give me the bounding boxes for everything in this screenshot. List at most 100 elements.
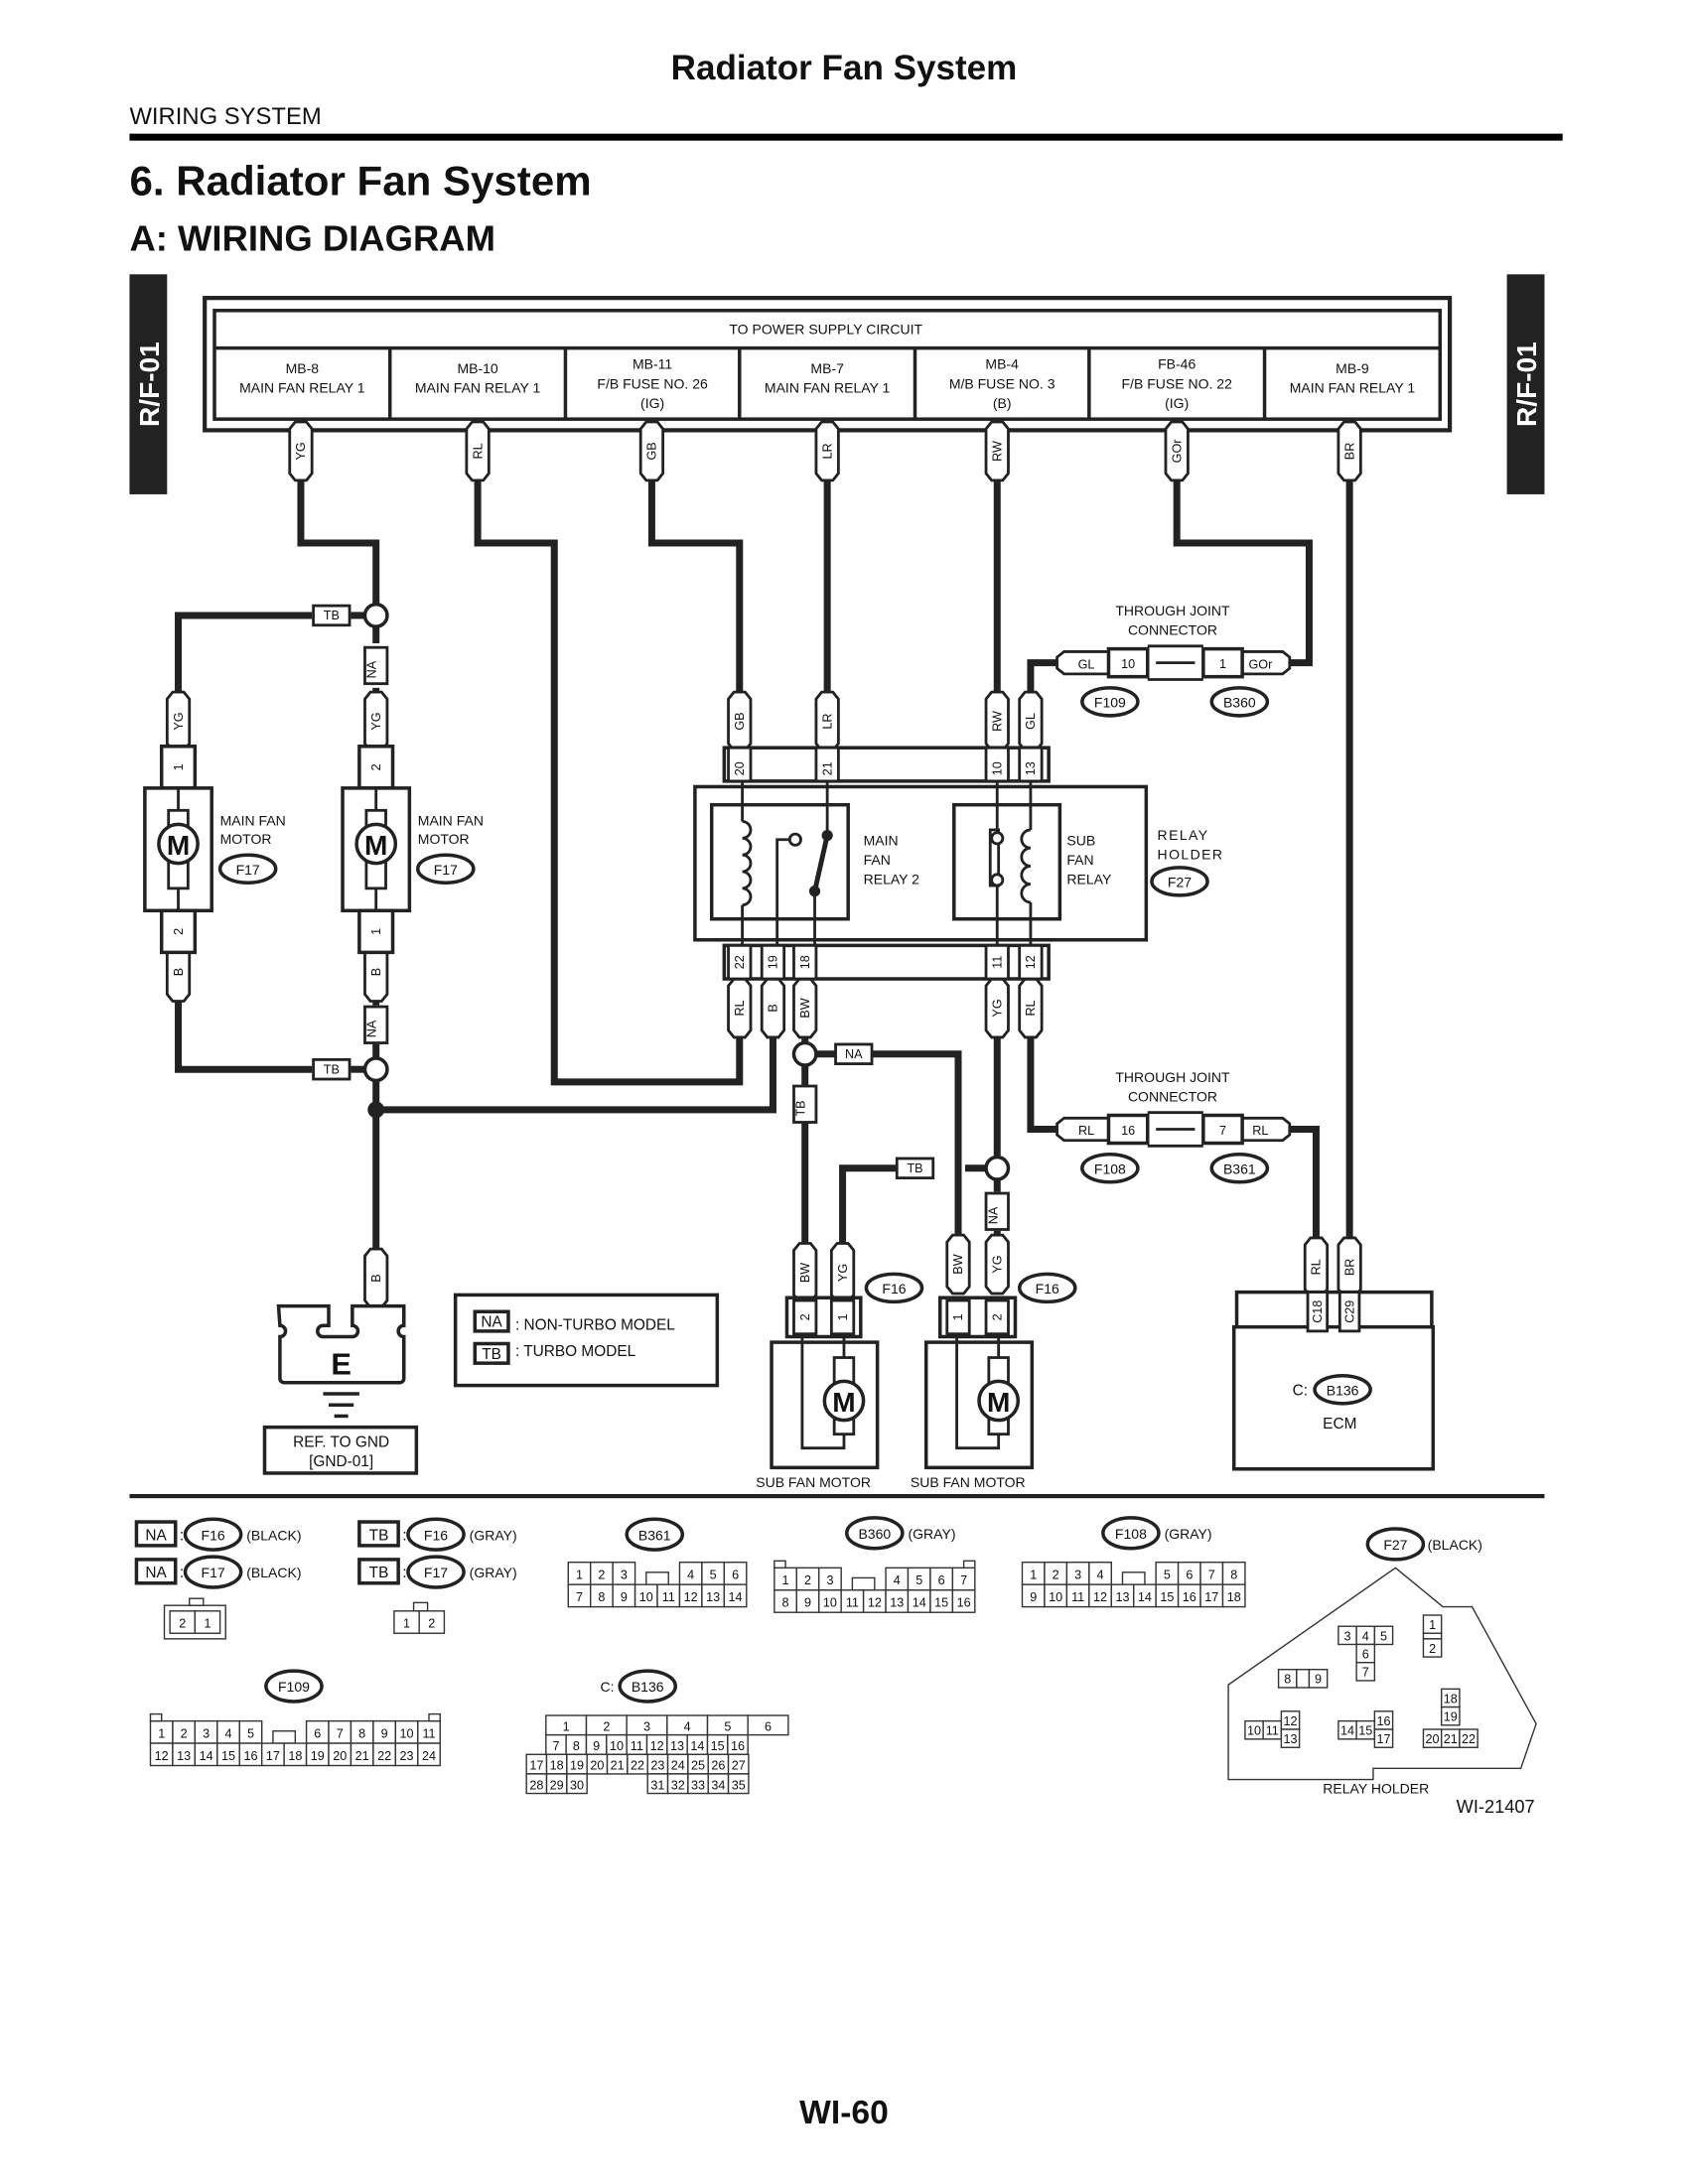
model-tag-tb: TB — [895, 1157, 935, 1180]
pin-number: 7 — [1208, 1569, 1215, 1582]
pin-number: 33 — [691, 1778, 705, 1792]
connector-color: (GRAY) — [470, 1527, 517, 1543]
motor-symbol: M — [364, 830, 387, 861]
wire-color-code: LR — [820, 713, 834, 729]
wire-color-tag: LR — [814, 420, 840, 482]
splice-node — [984, 1155, 1011, 1181]
model-tag-na: NA — [363, 645, 389, 686]
connector-id-badge — [1017, 1272, 1077, 1304]
relay-pin: 19 — [767, 955, 780, 969]
pin-number: 9 — [621, 1590, 628, 1604]
wire-rl-mb10 — [474, 471, 744, 1086]
pin-number: 13 — [1115, 1590, 1129, 1604]
wire-color-tag: B — [363, 1247, 389, 1309]
pin-number: 19 — [1444, 1710, 1458, 1724]
pin-number: 25 — [691, 1759, 705, 1773]
wire-color-code: B — [767, 1004, 780, 1012]
pin-number: 5 — [724, 1719, 731, 1733]
pin-number: 20 — [590, 1759, 604, 1773]
motor-label: MAIN FAN — [220, 813, 286, 829]
wire-color-tag: GOr — [1229, 650, 1292, 676]
ecm-connector-prefix: C: — [1293, 1382, 1308, 1399]
power-supply-cell: FB-46F/B FUSE NO. 22(IG) — [1087, 347, 1232, 420]
power-supply-source: MB-9 — [1336, 360, 1369, 376]
junction-dot — [367, 1101, 385, 1119]
wire-color-tag: RW — [984, 420, 1010, 482]
connector-id: F17 — [202, 1565, 225, 1580]
pin-number: 34 — [711, 1778, 725, 1792]
joint-pin: 1 — [1219, 657, 1226, 671]
power-supply-source: FB-46 — [1158, 356, 1196, 372]
pin-number: 19 — [570, 1759, 584, 1773]
pin-number: 18 — [1444, 1692, 1458, 1706]
wire-color-tag: BW — [792, 977, 818, 1039]
pin-number: 7 — [1362, 1666, 1369, 1680]
wire-color-code: BR — [1342, 1259, 1356, 1277]
page-subheading: A: WIRING DIAGRAM — [129, 217, 495, 258]
wire-color-tag: BR — [1336, 420, 1362, 482]
pin-number: 5 — [247, 1726, 254, 1740]
connector-color: (GRAY) — [1165, 1526, 1212, 1542]
pin-number: 16 — [1183, 1590, 1196, 1604]
wire-color-code: RL — [1078, 1124, 1094, 1138]
pin-number: 10 — [400, 1726, 414, 1740]
pin-number: 21 — [611, 1759, 625, 1773]
model-tag-text: NA — [145, 1527, 167, 1544]
power-supply-cell: MB-11F/B FUSE NO. 26(IG) — [563, 347, 708, 420]
joint-title: CONNECTOR — [1128, 1088, 1217, 1104]
connector-id: F108 — [1115, 1526, 1147, 1542]
legend-tag-na: NA — [481, 1314, 502, 1331]
power-supply-source: MB-8 — [286, 360, 320, 376]
legend-text-tb: : TURBO MODEL — [515, 1343, 636, 1360]
legend-text-na: : NON-TURBO MODEL — [515, 1316, 675, 1333]
pin-number: 2 — [804, 1573, 811, 1587]
pin-number: 27 — [732, 1759, 746, 1773]
pin-number: 2 — [428, 1617, 435, 1631]
wire-color-tag: YG — [984, 1233, 1010, 1296]
switch-contact-icon — [812, 835, 830, 892]
wire-color-code: YG — [369, 712, 383, 730]
connector-view-header: F109 — [264, 1669, 324, 1704]
relay-pin: 11 — [990, 956, 1004, 969]
pin-number: 10 — [1049, 1590, 1062, 1604]
connector-color-note: NA:F16(BLACK) — [134, 1517, 302, 1552]
pin-number: 9 — [593, 1739, 600, 1753]
connector-id-badge — [1313, 1374, 1372, 1406]
pin-number: 16 — [957, 1596, 971, 1610]
pin-number: 2 — [1429, 1642, 1436, 1656]
pin-number: 8 — [573, 1739, 580, 1753]
splice-node — [362, 602, 389, 628]
sub-fan-relay — [952, 802, 1062, 921]
power-supply-mode: (IG) — [640, 395, 664, 411]
pin-number: 3 — [1074, 1569, 1081, 1582]
relay-holder-outline — [1227, 1567, 1537, 1781]
connector-id-badge — [406, 1555, 466, 1589]
wire-color-code: B — [369, 968, 383, 976]
splice-node — [791, 1040, 818, 1067]
pin-number: 3 — [203, 1726, 210, 1740]
colon: : — [402, 1565, 406, 1581]
connector-id-badge — [416, 853, 476, 886]
ground-symbol: E — [331, 1346, 352, 1381]
side-tab-left: R/F-01 — [129, 274, 168, 494]
wire-color-code: BW — [798, 1263, 812, 1283]
connector-id: F109 — [278, 1679, 310, 1695]
pin-number: 22 — [1462, 1732, 1476, 1746]
power-supply-circuit: MAIN FAN RELAY 1 — [765, 380, 891, 396]
pin-number: 9 — [1315, 1673, 1322, 1687]
wire-color-code: GOr — [1170, 440, 1184, 464]
ecm-label: ECM — [1323, 1416, 1356, 1433]
pin-number: 24 — [422, 1749, 436, 1763]
pin-number: 29 — [550, 1778, 564, 1792]
wire-color-tag: YG — [165, 690, 192, 752]
side-tab-right: R/F-01 — [1506, 274, 1545, 494]
wire-color-code: YG — [294, 442, 308, 460]
model-tag-text: TB — [794, 1100, 808, 1116]
relay-pin: 18 — [798, 955, 812, 969]
model-tag-na: NA — [363, 1005, 389, 1044]
power-supply-source: MB-11 — [633, 356, 672, 372]
pin-number: 3 — [621, 1569, 628, 1582]
